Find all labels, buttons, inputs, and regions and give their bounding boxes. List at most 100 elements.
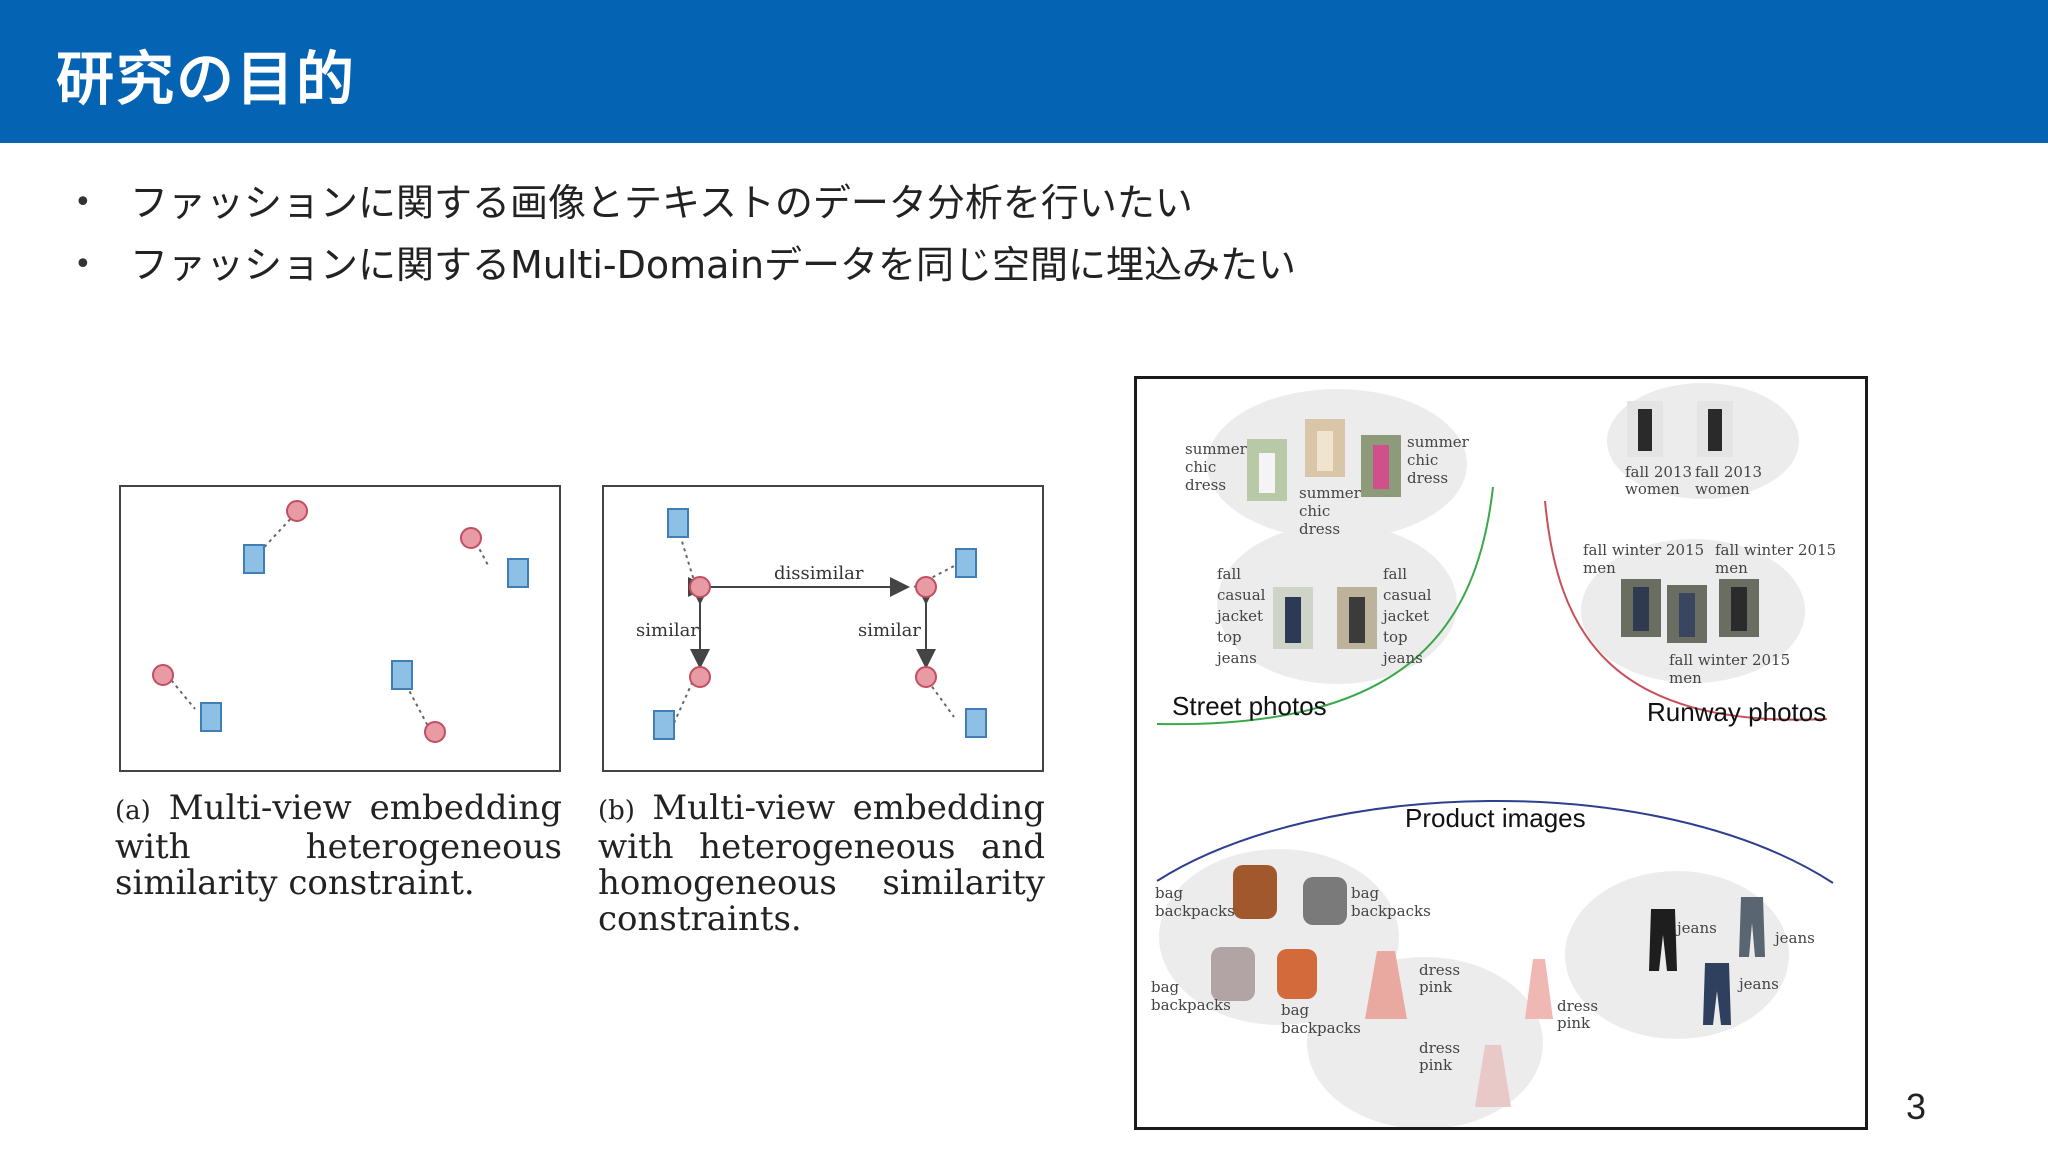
figure-a-caption: (a) Multi-view embedding with heterogene… [115,790,562,901]
product-tag: dress [1419,1039,1460,1057]
circle-node-icon [689,666,711,688]
product-dress-images-icon [1365,951,1553,1107]
product-tag: pink [1419,1056,1453,1074]
product-tag: dress [1557,997,1598,1015]
street-dress-photos-icon [1247,419,1401,501]
product-tag: backpacks [1151,996,1231,1014]
figure-a-panel [119,485,561,772]
product-tag: jeans [1773,929,1815,947]
street-tag: summer [1185,440,1248,458]
square-node-icon [965,708,987,738]
circle-node-icon [915,666,937,688]
street-tag: dress [1185,476,1226,494]
product-images-label: Product images [1405,803,1586,833]
similar-label-right: similar [858,620,921,641]
product-bag-images-icon [1211,865,1347,1001]
street-photos-label: Street photos [1172,691,1327,721]
dissimilar-label: dissimilar [774,563,864,584]
street-tag: summer [1299,484,1362,502]
circle-node-icon [460,527,482,549]
fashion-domains-diagram: Street photos Runway photos Product imag… [1151,383,1836,1129]
runway-tag: fall winter 2015 [1715,541,1836,559]
product-jeans-images-icon [1649,897,1765,1025]
runway-photos-label: Runway photos [1647,697,1826,727]
runway-tag: men [1715,559,1748,577]
bullet-item: • ファッションに関する画像とテキストのデータ分析を行いたい [70,172,1296,234]
runway-tag: women [1695,480,1750,498]
runway-tag: women [1625,480,1680,498]
runway-tag: fall winter 2015 [1669,651,1790,669]
figure-a-diagram [152,500,529,743]
street-tag: jacket [1381,607,1429,625]
product-tag: bag [1155,884,1184,902]
square-node-icon [955,548,977,578]
runway-domain-curve [1544,500,1828,721]
runway-tag: fall winter 2015 [1583,541,1704,559]
street-tag: fall [1217,565,1241,583]
street-tag: casual [1383,586,1432,604]
street-tag: casual [1217,586,1266,604]
product-tag: jeans [1737,975,1779,993]
figure-b-diagram: dissimilar similar similar [634,508,987,740]
product-tag: bag [1281,1001,1310,1019]
street-tag: dress [1407,469,1448,487]
circle-node-icon [152,664,174,686]
street-tag: chic [1299,502,1330,520]
bullet-item: • ファッションに関するMulti-Domainデータを同じ空間に埋込みたい [70,234,1296,296]
bullet-dot-icon: • [74,247,92,282]
circle-node-icon [286,500,308,522]
street-tag: top [1383,628,1408,646]
figure-b-text: Multi-view embedding with heterogeneous … [598,788,1045,939]
figure-a-text: Multi-view embedding with heterogeneous … [115,788,562,903]
slide-header: 研究の目的 [0,0,2048,143]
product-tag: backpacks [1155,902,1235,920]
circle-node-icon [424,721,446,743]
street-tag: chic [1407,451,1438,469]
street-tag: chic [1185,458,1216,476]
street-domain-curve [1156,486,1494,726]
square-node-icon [667,508,689,538]
square-node-icon [391,660,413,690]
street-tag: jacket [1215,607,1263,625]
bullet-text: ファッションに関する画像とテキストのデータ分析を行いたい [130,181,1193,225]
street-tag: jeans [1215,649,1257,667]
runway-tag: men [1583,559,1616,577]
circle-node-icon [689,576,711,598]
product-tag: dress [1419,961,1460,979]
circle-node-icon [915,576,937,598]
runway-women-photos-icon [1627,401,1733,457]
similar-label-left: similar [636,620,699,641]
figure-a-label: (a) [115,796,151,826]
street-tag: top [1217,628,1242,646]
runway-tag: men [1669,669,1702,687]
product-tag: bag [1351,884,1380,902]
square-node-icon [653,710,675,740]
square-node-icon [507,558,529,588]
product-tag: pink [1557,1014,1591,1032]
runway-men-photos-icon [1621,579,1759,643]
runway-tag: fall 2013 [1695,463,1762,481]
bullet-text: ファッションに関するMulti-Domainデータを同じ空間に埋込みたい [130,243,1297,287]
street-tag: fall [1383,565,1407,583]
product-domain-curve [1156,800,1834,884]
bullet-list: • ファッションに関する画像とテキストのデータ分析を行いたい • ファッションに関す… [70,172,1296,296]
product-tag: jeans [1675,919,1717,937]
fashion-domains-figure: Street photos Runway photos Product imag… [1134,376,1868,1130]
product-tag: backpacks [1281,1019,1361,1037]
square-node-icon [243,544,265,574]
street-tag: dress [1299,520,1340,538]
figure-b-panel: dissimilar similar similar [602,485,1044,772]
product-tag: pink [1419,978,1453,996]
bullet-dot-icon: • [74,185,92,220]
figure-b-caption: (b) Multi-view embedding with heterogene… [598,790,1045,937]
runway-tag: fall 2013 [1625,463,1692,481]
street-tag: summer [1407,433,1470,451]
street-jacket-photos-icon [1273,587,1377,649]
street-tag: jeans [1381,649,1423,667]
page-number: 3 [1906,1086,1927,1127]
square-node-icon [200,702,222,732]
slide-title: 研究の目的 [56,45,357,113]
product-tag: bag [1151,978,1180,996]
figure-b-label: (b) [598,796,635,826]
product-tag: backpacks [1351,902,1431,920]
